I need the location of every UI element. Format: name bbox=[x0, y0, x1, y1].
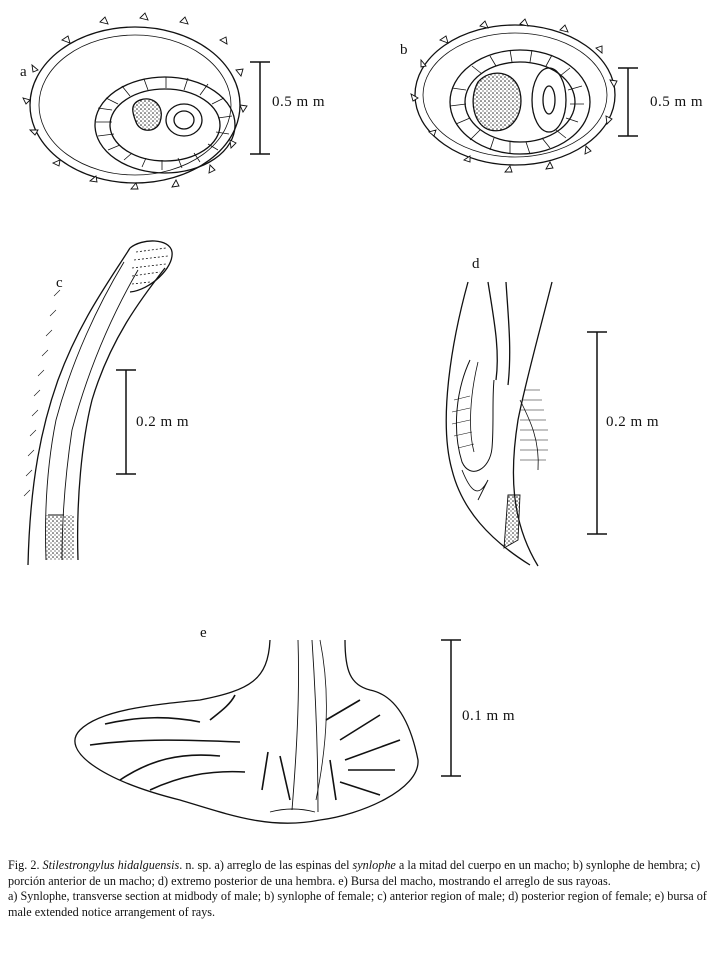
scale-bar-d bbox=[587, 331, 607, 535]
caption-es-part1: . n. sp. a) arreglo de las espinas del bbox=[179, 858, 353, 872]
scale-bar-a bbox=[250, 61, 270, 155]
drawing-b bbox=[410, 18, 618, 173]
drawing-e bbox=[74, 639, 419, 824]
scale-label-e: 0.1 m m bbox=[462, 708, 516, 724]
scale-bar-b bbox=[618, 67, 638, 137]
caption-english: a) Synlophe, transverse section at midbo… bbox=[8, 889, 707, 919]
panel-label-a: a bbox=[20, 64, 27, 80]
caption-es-part2: a la mitad del cuerpo en un macho; b) sy… bbox=[8, 858, 701, 888]
drawing-a bbox=[22, 12, 248, 190]
caption-species: Stilestrongylus hidalguensis bbox=[42, 858, 180, 872]
scale-label-a: 0.5 m m bbox=[272, 94, 326, 110]
caption-es-synlophe: synlophe bbox=[352, 858, 396, 872]
scale-label-c: 0.2 m m bbox=[136, 414, 190, 430]
panel-label-c: c bbox=[56, 275, 63, 291]
caption-spanish: Fig. 2. Stilestrongylus hidalguensis. n.… bbox=[8, 858, 712, 889]
figure-caption: Fig. 2. Stilestrongylus hidalguensis. n.… bbox=[8, 858, 712, 920]
panel-label-d: d bbox=[472, 256, 480, 272]
scale-label-d: 0.2 m m bbox=[606, 414, 660, 430]
panel-label-b: b bbox=[400, 42, 408, 58]
figure-drawings bbox=[22, 12, 638, 824]
drawing-d bbox=[445, 281, 553, 567]
drawing-c bbox=[23, 240, 173, 566]
scale-bar-e bbox=[441, 639, 461, 777]
scale-label-b: 0.5 m m bbox=[650, 94, 704, 110]
panel-label-e: e bbox=[200, 625, 207, 641]
scale-bar-c bbox=[116, 369, 136, 475]
caption-fig-number: Fig. 2. bbox=[8, 858, 40, 872]
